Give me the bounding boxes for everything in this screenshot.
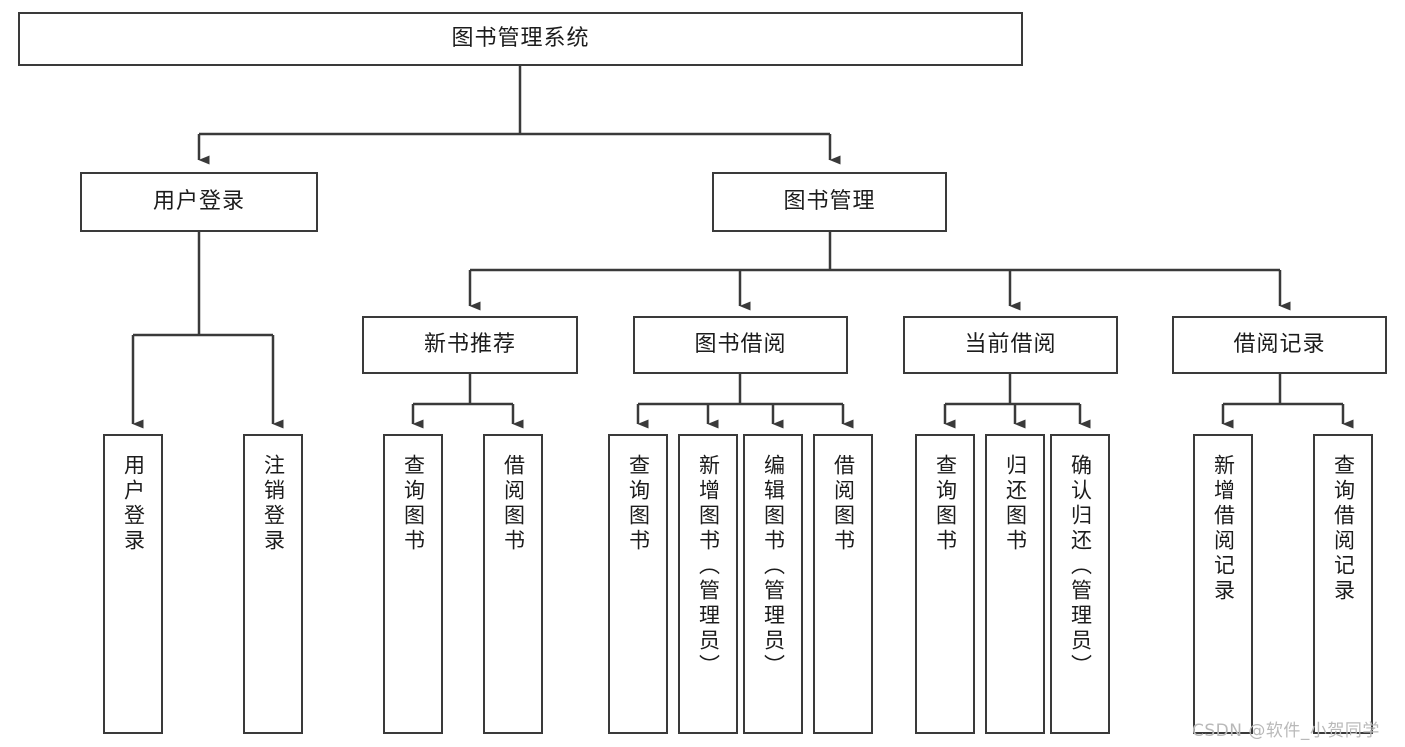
node-leaf-label: 编辑图书（管理员） <box>761 454 786 679</box>
node-leaf-label: 归还图书 <box>1003 454 1028 554</box>
node-leaf-label: 借阅图书 <box>501 454 526 554</box>
node-leaf-borrow-query[interactable]: 查询图书 <box>608 434 668 734</box>
node-borrow-record-label: 借阅记录 <box>1233 332 1326 358</box>
node-book-manage-label: 图书管理 <box>783 189 876 215</box>
node-leaf-label: 借阅图书 <box>831 454 856 554</box>
node-leaf-user-login-login[interactable]: 用户登录 <box>103 434 163 734</box>
node-leaf-record-query[interactable]: 查询借阅记录 <box>1313 434 1373 734</box>
node-leaf-label: 新增借阅记录 <box>1211 454 1236 604</box>
node-book-manage[interactable]: 图书管理 <box>712 172 947 232</box>
node-leaf-current-return[interactable]: 归还图书 <box>985 434 1045 734</box>
node-leaf-record-add[interactable]: 新增借阅记录 <box>1193 434 1253 734</box>
node-book-borrow[interactable]: 图书借阅 <box>633 316 848 374</box>
node-current-borrow[interactable]: 当前借阅 <box>903 316 1118 374</box>
node-leaf-borrow-borrow-book[interactable]: 借阅图书 <box>813 434 873 734</box>
watermark: CSDN @软件_小贺同学 <box>1192 721 1380 741</box>
node-leaf-label: 查询图书 <box>933 454 958 554</box>
node-new-book-recommend[interactable]: 新书推荐 <box>362 316 578 374</box>
node-root-label: 图书管理系统 <box>451 26 590 52</box>
node-leaf-label: 新增图书（管理员） <box>696 454 721 679</box>
node-leaf-label: 查询图书 <box>401 454 426 554</box>
node-root[interactable]: 图书管理系统 <box>18 12 1023 66</box>
node-leaf-borrow-edit-book[interactable]: 编辑图书（管理员） <box>743 434 803 734</box>
node-leaf-label: 用户登录 <box>121 454 146 554</box>
node-leaf-current-confirm-return[interactable]: 确认归还（管理员） <box>1050 434 1110 734</box>
node-book-borrow-label: 图书借阅 <box>694 332 787 358</box>
node-leaf-new-book-query[interactable]: 查询图书 <box>383 434 443 734</box>
node-leaf-borrow-add-book[interactable]: 新增图书（管理员） <box>678 434 738 734</box>
node-leaf-new-book-borrow[interactable]: 借阅图书 <box>483 434 543 734</box>
node-leaf-label: 注销登录 <box>261 454 286 554</box>
node-leaf-label: 确认归还（管理员） <box>1068 454 1093 679</box>
node-current-borrow-label: 当前借阅 <box>964 332 1057 358</box>
node-leaf-user-login-logout[interactable]: 注销登录 <box>243 434 303 734</box>
node-leaf-label: 查询图书 <box>626 454 651 554</box>
node-user-login[interactable]: 用户登录 <box>80 172 318 232</box>
node-leaf-label: 查询借阅记录 <box>1331 454 1356 604</box>
node-new-book-recommend-label: 新书推荐 <box>423 332 516 358</box>
node-user-login-label: 用户登录 <box>152 189 245 215</box>
node-borrow-record[interactable]: 借阅记录 <box>1172 316 1387 374</box>
node-leaf-current-query[interactable]: 查询图书 <box>915 434 975 734</box>
